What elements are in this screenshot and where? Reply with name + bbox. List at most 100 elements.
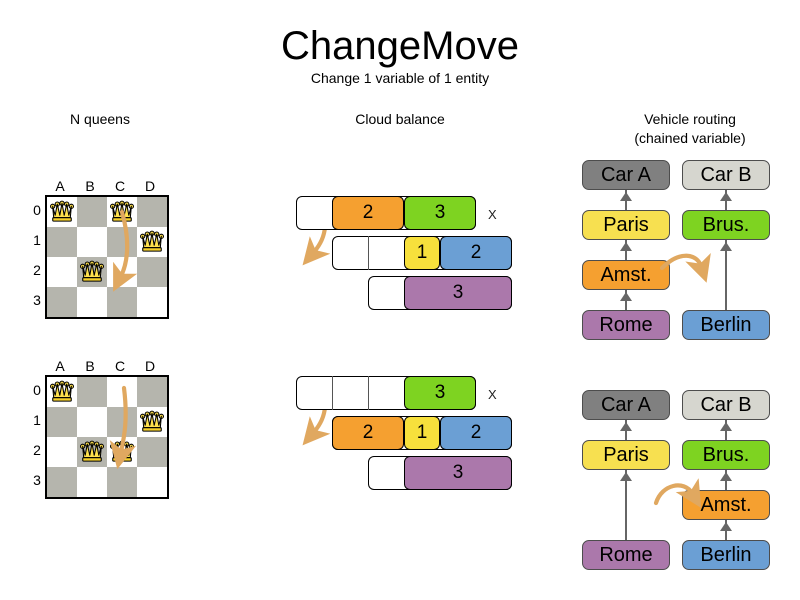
stop-node-brus-[interactable]: Brus. (682, 440, 770, 470)
section-heading-vehiclerouting-line1: Vehicle routing (644, 111, 736, 127)
cloud-process-x-2[interactable]: 3 (404, 196, 476, 230)
board-cell-c1[interactable] (107, 407, 137, 437)
stop-node-paris[interactable]: Paris (582, 210, 670, 240)
board-file-label-b: B (85, 358, 95, 374)
stop-node-berlin[interactable]: Berlin (682, 310, 770, 340)
queen-icon[interactable] (49, 199, 75, 225)
cloud-process-x-1[interactable]: 2 (332, 196, 404, 230)
board-cell-c3[interactable] (107, 467, 137, 497)
board-file-label-d: D (144, 358, 156, 374)
board-cell-d3[interactable] (137, 467, 167, 497)
cloud-process-x-3[interactable]: 3 (404, 376, 476, 410)
board-cell-c2[interactable] (107, 437, 137, 467)
cloud-row-label-x: X (488, 387, 497, 402)
vehicle-node-car-a[interactable]: Car A (582, 390, 670, 420)
board-cell-a2[interactable] (47, 257, 77, 287)
cloudbalance-diagram-before: 23X12Y3Z (296, 196, 516, 316)
stop-node-amst-[interactable]: Amst. (682, 490, 770, 520)
board-cell-b3[interactable] (77, 287, 107, 317)
board-cell-b2[interactable] (77, 437, 107, 467)
board-cell-c3[interactable] (107, 287, 137, 317)
stop-node-rome[interactable]: Rome (582, 310, 670, 340)
board-rank-label-3: 3 (33, 292, 41, 308)
cloud-segment-divider (332, 376, 334, 410)
chessboard (45, 195, 169, 319)
board-cell-d3[interactable] (137, 287, 167, 317)
board-cell-c0[interactable] (107, 377, 137, 407)
board-cell-a2[interactable] (47, 437, 77, 467)
board-cell-c1[interactable] (107, 227, 137, 257)
board-cell-d0[interactable] (137, 377, 167, 407)
board-cell-a1[interactable] (47, 407, 77, 437)
board-cell-d2[interactable] (137, 437, 167, 467)
board-cell-b1[interactable] (77, 407, 107, 437)
section-heading-vehiclerouting: Vehicle routing (chained variable) (600, 110, 780, 148)
cloud-process-y-2[interactable]: 1 (404, 236, 440, 270)
vehicle-node-car-b[interactable]: Car B (682, 390, 770, 420)
board-cell-a3[interactable] (47, 467, 77, 497)
queen-icon[interactable] (109, 199, 135, 225)
vehicle-node-car-a[interactable]: Car A (582, 160, 670, 190)
section-heading-nqueens-line1: N queens (70, 111, 130, 127)
cloud-segment-divider (368, 236, 370, 270)
board-cell-a0[interactable] (47, 377, 77, 407)
board-rank-label-1: 1 (33, 412, 41, 428)
chain-edge-arrowhead (620, 292, 632, 301)
chain-edge-arrowhead (720, 192, 732, 201)
board-cell-a0[interactable] (47, 197, 77, 227)
cloud-process-y-3[interactable]: 2 (440, 236, 512, 270)
chain-edge-arrowhead (720, 522, 732, 531)
chessboard (45, 375, 169, 499)
cloud-process-z-1[interactable]: 3 (404, 276, 512, 310)
board-rank-label-2: 2 (33, 262, 41, 278)
queen-icon[interactable] (139, 229, 165, 255)
cloud-process-z-1[interactable]: 3 (404, 456, 512, 490)
board-rank-label-2: 2 (33, 442, 41, 458)
board-cell-d1[interactable] (137, 227, 167, 257)
queen-icon[interactable] (139, 409, 165, 435)
chain-edge-arrowhead (720, 242, 732, 251)
board-cell-c0[interactable] (107, 197, 137, 227)
board-rank-label-3: 3 (33, 472, 41, 488)
board-cell-c2[interactable] (107, 257, 137, 287)
chain-edge-arrowhead (720, 472, 732, 481)
stop-node-amst-[interactable]: Amst. (582, 260, 670, 290)
page-subtitle: Change 1 variable of 1 entity (310, 70, 490, 86)
queen-icon[interactable] (49, 379, 75, 405)
page-title: ChangeMove (281, 24, 519, 68)
stop-node-brus-[interactable]: Brus. (682, 210, 770, 240)
chain-edge (724, 240, 728, 310)
cloud-process-y-0[interactable]: 2 (332, 416, 404, 450)
chain-edge (624, 470, 628, 540)
queen-icon[interactable] (109, 439, 135, 465)
board-cell-b1[interactable] (77, 227, 107, 257)
section-heading-cloudbalance: Cloud balance (310, 110, 490, 129)
cloud-process-y-1[interactable]: 1 (404, 416, 440, 450)
stop-node-rome[interactable]: Rome (582, 540, 670, 570)
queen-icon[interactable] (79, 259, 105, 285)
board-cell-b2[interactable] (77, 257, 107, 287)
board-cell-d2[interactable] (137, 257, 167, 287)
cloudbalance-diagram-after: 3X212Y3Z (296, 376, 516, 496)
section-heading-nqueens: N queens (20, 110, 180, 129)
section-heading-cloudbalance-line1: Cloud balance (355, 111, 445, 127)
board-cell-b0[interactable] (77, 197, 107, 227)
board-file-label-c: C (114, 358, 126, 374)
stop-node-paris[interactable]: Paris (582, 440, 670, 470)
board-file-label-a: A (55, 178, 65, 194)
board-cell-d0[interactable] (137, 197, 167, 227)
vehicle-node-car-b[interactable]: Car B (682, 160, 770, 190)
cloud-process-y-2[interactable]: 2 (440, 416, 512, 450)
board-cell-d1[interactable] (137, 407, 167, 437)
queen-icon[interactable] (79, 439, 105, 465)
chain-edge-arrowhead (620, 192, 632, 201)
board-cell-b0[interactable] (77, 377, 107, 407)
stop-node-berlin[interactable]: Berlin (682, 540, 770, 570)
chain-edge-arrowhead (620, 242, 632, 251)
board-cell-b3[interactable] (77, 467, 107, 497)
section-heading-vehiclerouting-line2: (chained variable) (634, 130, 746, 146)
board-file-label-a: A (55, 358, 65, 374)
board-cell-a1[interactable] (47, 227, 77, 257)
board-cell-a3[interactable] (47, 287, 77, 317)
